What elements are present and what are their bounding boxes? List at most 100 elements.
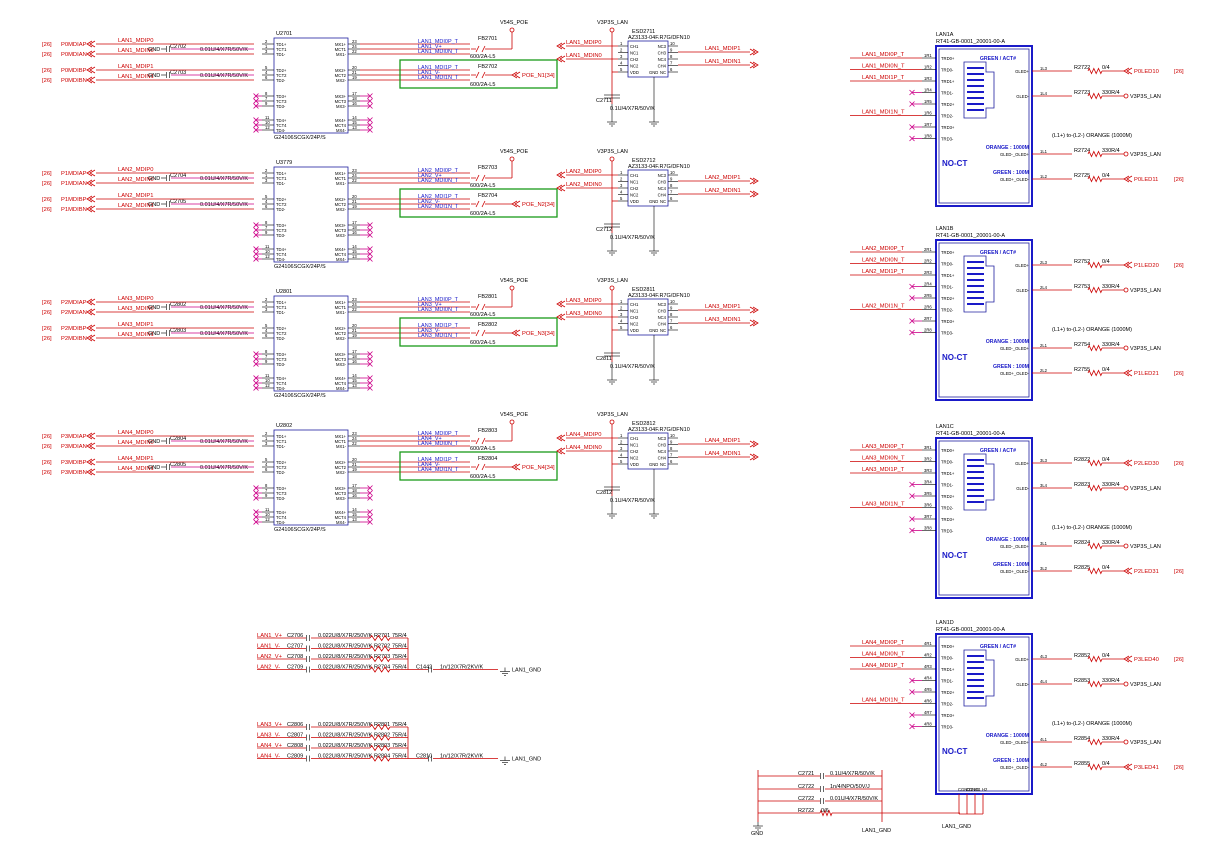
net-label: LAN1_V- [418, 70, 440, 76]
connector-part: RT41-GB-0001_20001-00-A [936, 39, 1005, 45]
no-connect-mark [367, 246, 373, 252]
pin-name: TRD2+ [941, 690, 955, 695]
led-net-label: P0LED10 [1134, 69, 1159, 75]
rj45-connector [935, 633, 1033, 795]
offpage-arrow [556, 313, 566, 321]
net-label: LAN1_MDIN1 [705, 59, 741, 65]
pin-number: 1 [265, 302, 268, 307]
res-ref: R2725 [1074, 173, 1090, 179]
pin-number: 3 [265, 49, 268, 54]
no-connect-mark [367, 351, 373, 357]
pin-name: TD2+ [276, 460, 287, 465]
pin-number: 10 [670, 433, 675, 438]
no-connect-mark [909, 283, 915, 290]
res-value: 75R/4 [392, 754, 407, 760]
cap-ref: C2802 [170, 302, 186, 308]
ground-symbol [649, 247, 659, 256]
pin-name: NC2 [630, 193, 639, 198]
lan-gnd-label: LAN1_GND [942, 824, 971, 830]
esd-cap-ref: C2711 [596, 98, 612, 104]
fb-ref: FB2802 [478, 322, 497, 328]
pin-number: 10 [265, 378, 270, 383]
connector-ref: LAN1C [936, 424, 954, 430]
net-label: LAN3_MDI1N_T [418, 333, 459, 339]
net-label: LAN3_MDI1P_T [418, 323, 459, 329]
pin-number: 16 [352, 101, 357, 106]
poe-ref-label: [34] [545, 202, 555, 208]
pin-name: VDD [630, 199, 639, 204]
node-label: 1L1 [1040, 149, 1048, 154]
offpage-arrow [86, 324, 96, 332]
no-connect-mark [909, 689, 915, 695]
pin-name: TRD1- [941, 679, 954, 684]
cap-value: 0.01U/4/X7R/50V/K [200, 331, 248, 337]
esd-cap-value: 0.1U/4/X7R/50V/K [610, 106, 655, 112]
pin-number: 7 [670, 61, 673, 66]
port-ref-label: [26] [42, 460, 52, 466]
pin-number: 2R5 [924, 293, 932, 298]
net-label: LAN4_MDI0N_T [862, 652, 905, 658]
no-connect-mark [909, 101, 915, 107]
pin-number: 11 [265, 115, 270, 120]
poe-highlight-box [399, 451, 558, 481]
pin-name: TD4- [276, 257, 286, 262]
pin-number: 3R1 [924, 445, 932, 450]
poe-supply-label: V54S_POE [500, 149, 528, 155]
pin-number: 11 [265, 507, 270, 512]
pin-name: NC4 [658, 315, 667, 320]
res-value: 0/6 [821, 808, 829, 814]
pin-name: MCT1 [335, 176, 347, 181]
net-label: LAN1_MDIP0 [118, 38, 153, 44]
pin-number: 4R5 [924, 687, 932, 692]
pin-number: 3R8 [924, 526, 932, 531]
pin-name: TCT2 [276, 202, 287, 207]
pin-name: TD2+ [276, 197, 287, 202]
pin-number: 9 [670, 177, 673, 182]
supply-node [509, 285, 515, 291]
res-ref: R2722 [798, 808, 814, 814]
pin-name: TD2+ [276, 326, 287, 331]
res-value: 330R/4 [1102, 736, 1120, 742]
pin-number: 18 [352, 96, 357, 101]
port-name-label: P2MDIBP [61, 326, 87, 332]
esd-ref: ESD2711 [632, 29, 655, 35]
offpage-arrow [749, 319, 759, 327]
pin-name: TD3- [276, 233, 286, 238]
cap-value: 0.022U/8/X7R/250V/K [318, 633, 372, 639]
net-label: LAN1_MDI0N_T [862, 64, 905, 70]
no-connect-mark [367, 361, 373, 367]
pin-name: MX3+ [335, 486, 347, 491]
net-label: LAN2_MDIP1 [705, 175, 740, 181]
pin-name: GLED- [1016, 94, 1029, 99]
fb-value: 600/2A-L5 [470, 446, 495, 452]
pin-number: 20 [352, 65, 357, 70]
orange-note: (L1+) to-(L2-) ORANGE (1000M) [1052, 721, 1132, 727]
no-connect-mark [253, 495, 259, 501]
transformer-ic [273, 37, 349, 134]
cap-ref: C2722 [798, 784, 814, 790]
pin-name: TCT4 [276, 381, 287, 386]
net-label: LAN4_MDI0N_T [418, 441, 459, 447]
supply-node [1123, 739, 1129, 745]
connector-part: RT41-GB-0001_20001-00-A [936, 627, 1005, 633]
pin-number: 2 [265, 39, 268, 44]
resistor-symbol [369, 734, 391, 741]
pin-name: GLED-_OLED+ [1000, 152, 1030, 157]
pin-number: 7 [265, 225, 268, 230]
orange-label: ORANGE : 1000M [986, 537, 1029, 543]
pin-number: 8 [670, 183, 673, 188]
no-connect-mark [367, 380, 373, 386]
offpage-arrow [1123, 67, 1133, 75]
pin-number: 4 [620, 190, 623, 195]
res-value: 0/4 [1102, 259, 1110, 265]
pin-number: 7 [670, 319, 673, 324]
orange-note: (L1+) to-(L2-) ORANGE (1000M) [1052, 525, 1132, 531]
net-label: LAN4_MDIP1 [705, 438, 740, 444]
pin-number: 2R4 [924, 282, 932, 287]
pin-name: TCT4 [276, 252, 287, 257]
pin-name: TD1+ [276, 300, 287, 305]
ferrite-bead-symbol [471, 437, 490, 445]
connector-inner [938, 440, 1030, 596]
poe-highlight-box [399, 188, 558, 218]
pin-name: TRD2+ [941, 296, 955, 301]
